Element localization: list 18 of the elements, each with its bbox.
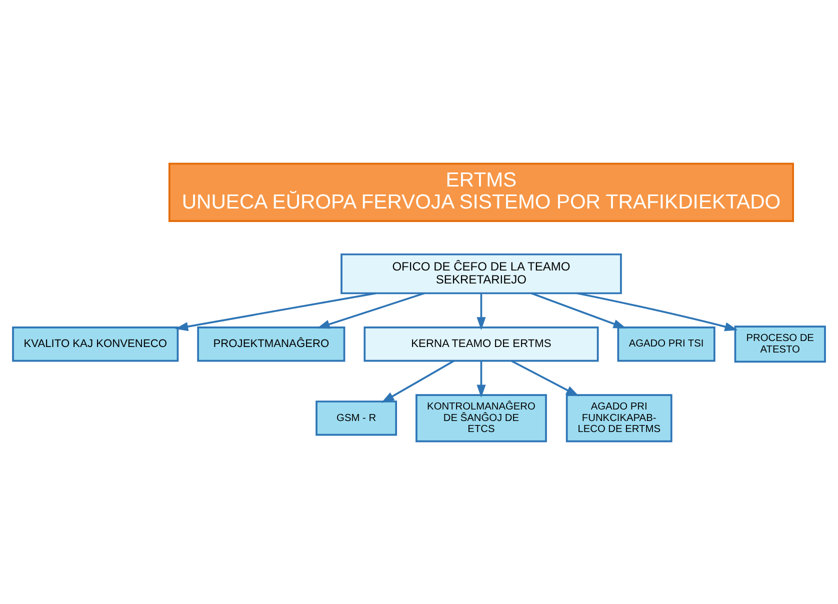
- arrow: [381, 360, 454, 402]
- node-box: OFICO DE ĈEFO DE LA TEAMO SEKRETARIEJO: [340, 252, 622, 294]
- arrow: [476, 360, 486, 398]
- node-box: PROCESO DE ATESTO: [734, 325, 826, 362]
- arrow: [175, 292, 376, 331]
- arrow: [530, 292, 626, 328]
- arrow: [316, 292, 425, 328]
- arrow: [476, 292, 486, 330]
- node-box: KERNA TEAMO DE ERTMS: [364, 326, 599, 362]
- arrow: [576, 292, 738, 331]
- node-box: KONTROLMANAĜERO DE ŜANĜOJ DE ETCS: [416, 394, 547, 442]
- node-box: AGADO PRI TSI: [617, 326, 716, 362]
- arrow: [511, 360, 580, 396]
- node-box: KVALITO KAJ KONVENECO: [12, 326, 179, 362]
- node-box: PROJEKTMANAĜERO: [197, 326, 346, 362]
- node-box: ERTMS UNUECA EŬROPA FERVOJA SISTEMO POR TRAFIKDIEKTADO: [168, 162, 794, 222]
- node-box: GSM - R: [316, 400, 398, 436]
- node-box: AGADO PRI FUNKCIKAPAB- LECO DE ERTMS: [566, 394, 672, 442]
